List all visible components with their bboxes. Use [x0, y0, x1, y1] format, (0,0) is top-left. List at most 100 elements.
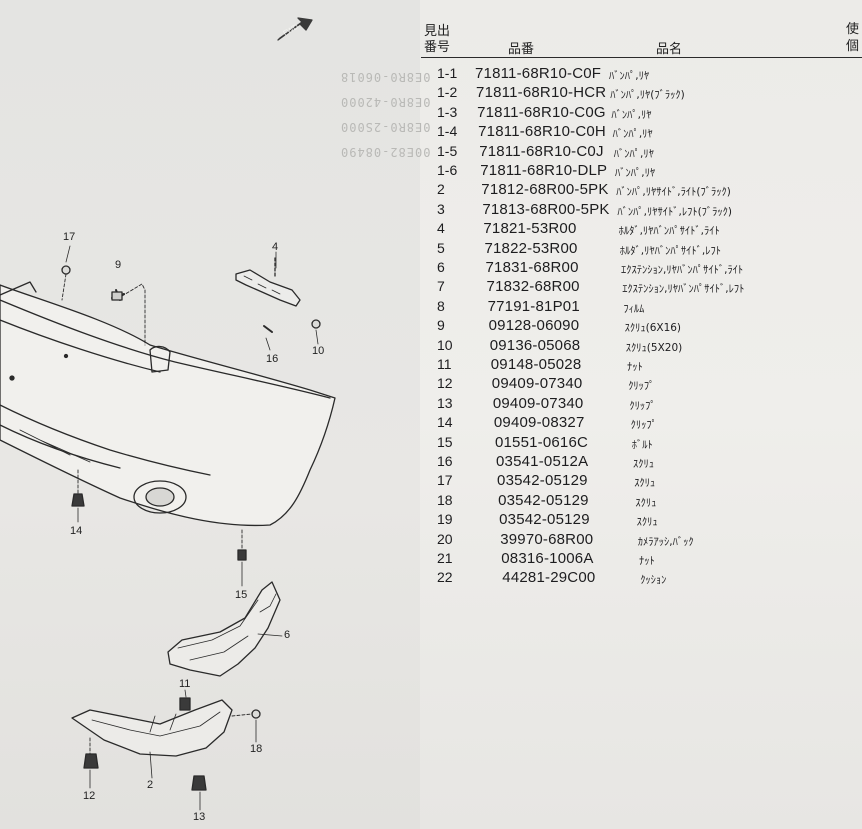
part-number: 03542-05129	[499, 511, 590, 529]
callout-15: 15	[235, 589, 248, 601]
part-number: 71811-68R10-C0J	[479, 142, 604, 160]
part-name: ﾊﾞﾝﾊﾟ,ﾘﾔ	[613, 147, 654, 160]
ref-number: 1-3	[437, 103, 458, 120]
callout-17: 17	[63, 231, 76, 243]
header-part-name: 品名	[656, 42, 683, 57]
callout-9: 9	[115, 259, 122, 271]
holder-shape	[235, 269, 301, 307]
header-ref-line1: 見出	[424, 24, 451, 39]
part-number: 03542-05129	[498, 491, 589, 509]
part-number: 09409-07340	[492, 394, 584, 412]
part-name: ﾊﾞﾝﾊﾟ,ﾘﾔ(ﾌﾞﾗｯｸ)	[610, 89, 685, 102]
part-name: ｽｸﾘｭ	[635, 496, 657, 509]
part-number: 77191-81P01	[487, 297, 580, 315]
part-number: 03542-05129	[497, 472, 588, 490]
callout-10: 10	[312, 345, 325, 357]
part-number: 09409-08327	[493, 414, 585, 432]
part-name: ﾊﾞﾝﾊﾟ,ﾘﾔ	[611, 108, 652, 121]
callout-13: 13	[193, 811, 206, 823]
callout-6: 6	[284, 629, 291, 641]
callout-14: 14	[70, 525, 83, 537]
part-name: ｸﾘｯﾌﾟ	[628, 380, 655, 393]
part-name: ﾅｯﾄ	[639, 555, 655, 567]
ref-number: 6	[437, 259, 445, 275]
part-number: 71813-68R00-5PK	[482, 200, 610, 218]
callout-2: 2	[147, 779, 154, 791]
part-number: 71811-68R10-C0H	[478, 123, 606, 141]
part-number: 71811-68R10-DLP	[480, 162, 608, 179]
ref-number: 3	[437, 200, 445, 217]
header-part-number: 品番	[508, 42, 535, 57]
part-number: 71811-68R10-HCR	[476, 84, 607, 102]
ref-number: 19	[437, 511, 453, 528]
part-name: ｸｯｼｮﾝ	[640, 574, 667, 587]
ref-number: 14	[437, 414, 453, 431]
part-number: 09409-07340	[491, 375, 583, 393]
part-name: ﾎﾞﾙﾄ	[631, 438, 653, 451]
part-name: ｸﾘｯﾌﾟ	[630, 419, 657, 432]
ref-number: 15	[437, 433, 453, 450]
ref-number: 2	[437, 181, 445, 198]
extension-shape	[167, 581, 281, 677]
ref-number: 1-2	[437, 84, 458, 101]
ref-number: 13	[437, 394, 453, 411]
part-number: 03541-0512A	[496, 453, 589, 470]
ref-number: 7	[437, 278, 445, 295]
ref-number: 5	[437, 239, 445, 256]
part-number: 39970-68R00	[500, 530, 594, 548]
ref-number: 10	[437, 336, 453, 353]
parts-list-page	[420, 0, 862, 829]
ref-number: 8	[437, 297, 445, 314]
part-name: ｽｸﾘｭ	[636, 516, 658, 529]
header-divider	[421, 57, 862, 58]
part-number: 71811-68R10-C0G	[477, 103, 606, 121]
callout-16: 16	[266, 353, 279, 365]
header-ref-line2: 番号	[424, 40, 451, 55]
part-name: ﾎﾙﾀﾞ,ﾘﾔﾊﾞﾝﾊﾟｻｲﾄﾞ,ﾚﾌﾄ	[619, 244, 721, 257]
part-name: ｴｸｽﾃﾝｼｮﾝ,ﾘﾔﾊﾞﾝﾊﾟｻｲﾄﾞ,ﾗｲﾄ	[621, 264, 744, 276]
part-name: ﾎﾙﾀﾞ,ﾘﾔﾊﾞﾝﾊﾟｻｲﾄﾞ,ﾗｲﾄ	[618, 225, 720, 238]
part-number: 01551-0616C	[494, 433, 589, 451]
part-name: ﾊﾞﾝﾊﾟ,ﾘﾔ	[612, 128, 653, 141]
part-name: ﾅｯﾄ	[627, 361, 643, 373]
part-name: ｶﾒﾗｱｯｼ,ﾊﾞｯｸ	[637, 535, 694, 548]
part-number: 08316-1006A	[501, 550, 594, 567]
part-number: 09136-05068	[489, 336, 581, 354]
part-name: ｽｸﾘｭ	[634, 477, 656, 490]
part-name: ｽｸﾘｭ(6X16)	[624, 322, 682, 335]
ref-number: 1-6	[437, 162, 458, 178]
callout-18: 18	[250, 743, 263, 755]
ref-number: 1-4	[437, 123, 458, 140]
part-number: 71811-68R10-C0F	[475, 65, 602, 82]
callout-11: 11	[179, 678, 191, 690]
ref-number: 12	[437, 375, 453, 392]
part-number: 09148-05028	[490, 356, 582, 373]
ref-number: 20	[437, 530, 453, 547]
part-name: ﾊﾞﾝﾊﾟ,ﾘﾔ	[609, 70, 650, 82]
part-number: 71812-68R00-5PK	[481, 181, 609, 199]
ref-number: 1-5	[437, 142, 458, 159]
rear-bumper-shape	[0, 284, 336, 527]
ref-number: 21	[437, 550, 453, 566]
callout-12: 12	[83, 790, 96, 802]
ref-number: 4	[437, 220, 445, 237]
part-name: ｽｸﾘｭ(5X20)	[625, 341, 683, 354]
side-bumper-shape	[71, 699, 233, 757]
part-name: ｸﾘｯﾌﾟ	[629, 399, 656, 412]
part-number: 09128-06090	[488, 317, 580, 335]
part-name: ﾊﾞﾝﾊﾟ,ﾘﾔ	[615, 167, 656, 179]
ref-number: 17	[437, 472, 453, 489]
part-number: 71832-68R00	[486, 278, 580, 296]
callout-4: 4	[272, 241, 279, 253]
header-qty-line1: 使	[846, 22, 860, 37]
ref-number: 18	[437, 491, 453, 508]
ref-number: 1-1	[437, 65, 458, 81]
part-name: ｴｸｽﾃﾝｼｮﾝ,ﾘﾔﾊﾞﾝﾊﾟｻｲﾄﾞ,ﾚﾌﾄ	[622, 283, 745, 296]
fwd-arrow-icon	[277, 17, 313, 41]
part-name: ｽｸﾘｭ	[633, 458, 654, 470]
part-number: 71821-53R00	[483, 220, 577, 238]
exploded-diagram	[0, 17, 336, 811]
part-name: ﾌｨﾙﾑ	[623, 302, 645, 315]
part-name: ﾊﾞﾝﾊﾟ,ﾘﾔｻｲﾄﾞ,ﾚﾌﾄ(ﾌﾞﾗｯｸ)	[617, 205, 733, 218]
ref-number: 22	[437, 569, 453, 586]
